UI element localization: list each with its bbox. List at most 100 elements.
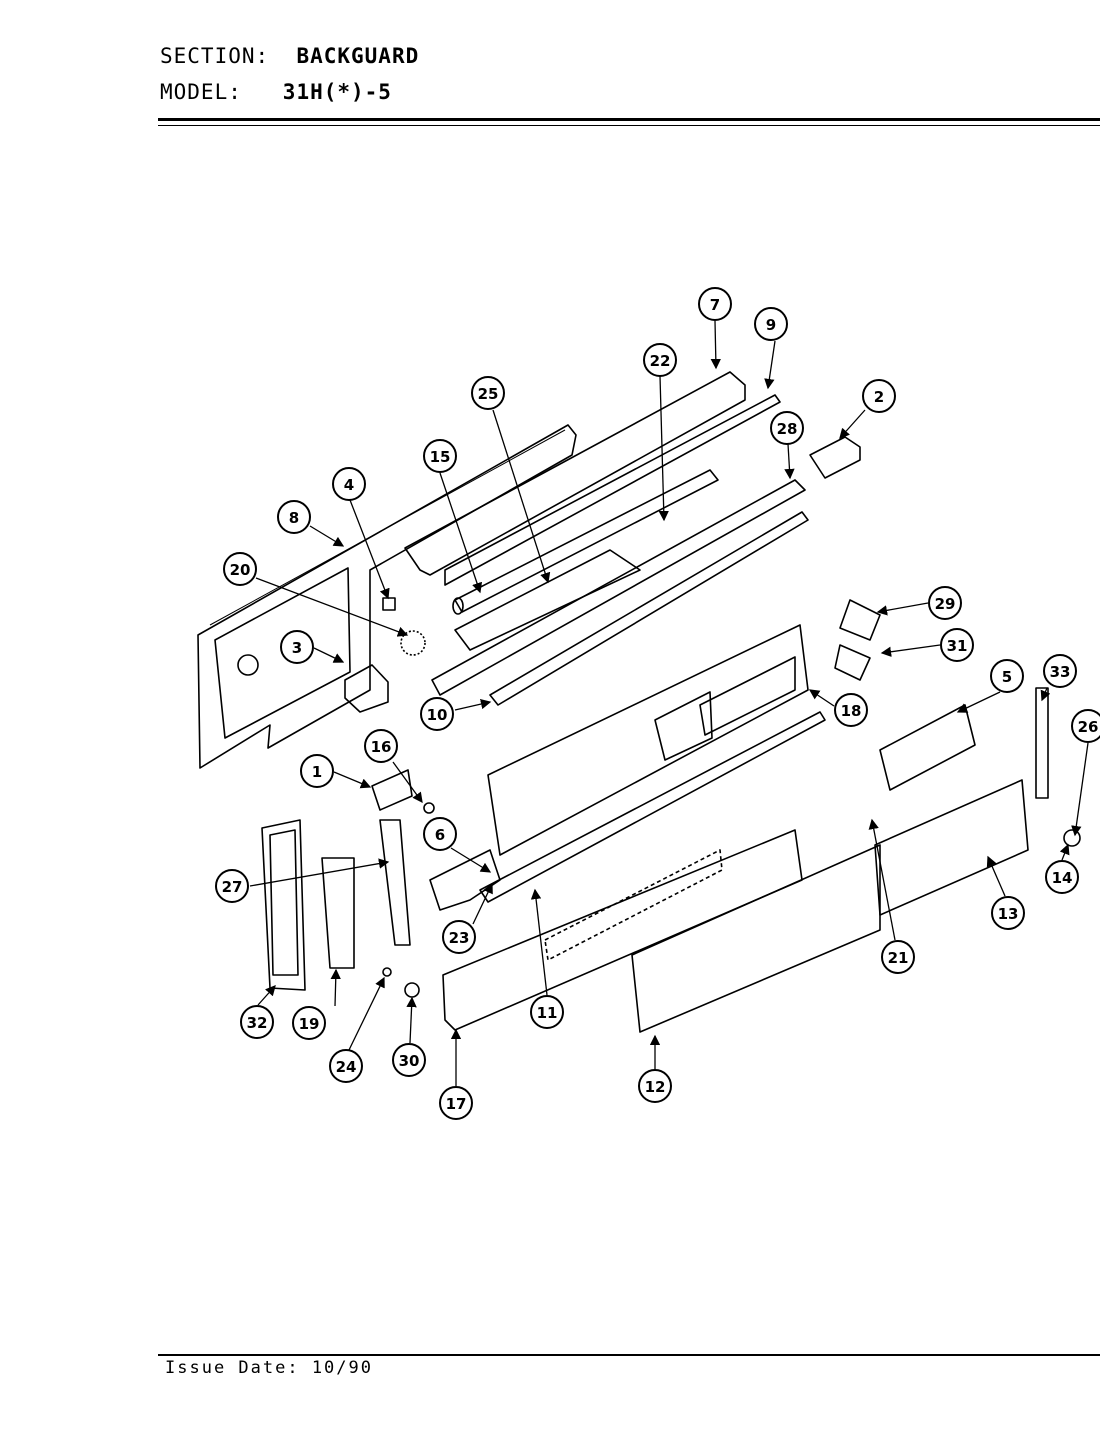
svg-text:20: 20 [230,561,251,579]
callout-2: 2 [862,379,896,413]
callout-27: 27 [215,869,249,903]
spacer-part [382,597,396,611]
svg-text:23: 23 [449,929,470,947]
light-tube-part [452,469,719,615]
svg-text:17: 17 [446,1095,467,1113]
bracket-part [809,436,861,479]
callout-8: 8 [277,500,311,534]
svg-text:9: 9 [766,316,776,334]
svg-text:7: 7 [710,296,720,314]
callout-17: 17 [439,1086,473,1120]
issue-date: Issue Date: 10/90 [165,1358,373,1378]
thermostat-part [834,644,871,681]
model-title: MODEL: 31H(*)-5 [160,80,392,104]
svg-text:11: 11 [537,1004,558,1022]
svg-text:24: 24 [336,1058,357,1076]
svg-text:25: 25 [478,385,499,403]
callout-26: 26 [1071,709,1100,743]
callout-14: 14 [1045,860,1079,894]
callout-31: 31 [940,628,974,662]
callout-9: 9 [754,307,788,341]
svg-text:1: 1 [312,763,322,781]
footer-rule [158,1354,1100,1356]
callout-25: 25 [471,376,505,410]
callout-13: 13 [991,896,1025,930]
section-label: SECTION: [160,44,270,68]
callout-33: 33 [1043,654,1077,688]
svg-text:2: 2 [874,388,884,406]
svg-text:27: 27 [222,878,243,896]
knob-part-right [1063,829,1081,847]
front-trim-part [442,829,803,1031]
svg-text:29: 29 [935,595,956,613]
svg-text:31: 31 [947,637,968,655]
model-label: MODEL: [160,80,242,104]
section-title: SECTION: BACKGUARD [160,44,419,68]
callout-28: 28 [770,411,804,445]
light-bracket-part [454,549,641,651]
nut-part [423,802,435,814]
callout-1: 1 [300,754,334,788]
svg-text:14: 14 [1052,869,1073,887]
svg-text:18: 18 [841,702,862,720]
callout-5: 5 [990,659,1024,693]
svg-text:4: 4 [344,476,354,494]
svg-text:33: 33 [1050,663,1071,681]
svg-text:16: 16 [371,738,392,756]
clock-part [879,704,976,791]
svg-text:26: 26 [1078,718,1099,736]
glass-panel-part [631,844,881,1033]
gear-part [400,630,426,656]
callout-30: 30 [392,1043,426,1077]
svg-text:3: 3 [292,639,302,657]
callout-12: 12 [638,1069,672,1103]
upper-rail-part [431,479,809,706]
knob-part [404,982,420,998]
callout-10: 10 [420,697,454,731]
switch-part [839,599,881,641]
control-panel-part [487,624,809,856]
small-plate-part [371,769,413,811]
callout-29: 29 [928,586,962,620]
trim-strip-part [1035,687,1049,799]
callout-21: 21 [881,940,915,974]
top-channel-part [404,371,781,586]
svg-text:28: 28 [777,420,798,438]
callout-6: 6 [423,817,457,851]
callout-4: 4 [332,467,366,501]
callout-11: 11 [530,995,564,1029]
callout-15: 15 [423,439,457,473]
svg-text:22: 22 [650,352,671,370]
callout-3: 3 [280,630,314,664]
callout-24: 24 [329,1049,363,1083]
svg-text:8: 8 [289,509,299,527]
callout-16: 16 [364,729,398,763]
rear-panel-part [197,424,577,769]
callout-18: 18 [834,693,868,727]
callout-19: 19 [292,1006,326,1040]
side-bracket-part [321,857,355,969]
callout-22: 22 [643,343,677,377]
section-value: BACKGUARD [296,44,420,68]
callout-20: 20 [223,552,257,586]
svg-text:13: 13 [998,905,1019,923]
callout-32: 32 [240,1005,274,1039]
svg-text:5: 5 [1002,668,1012,686]
callout-23: 23 [442,920,476,954]
svg-text:32: 32 [247,1014,268,1032]
glass-frame-part [874,779,1029,916]
screw-part [382,967,392,977]
callout-7: 7 [698,287,732,321]
model-value: 31H(*)-5 [282,80,392,104]
header-rule-thin [158,125,1100,126]
end-panel-part [261,819,306,991]
mounting-bracket-part [344,664,389,713]
lower-rail-part [479,711,826,903]
hinge-part [379,819,411,946]
leader-lines [249,320,1089,1086]
header-rule-thick [158,118,1100,121]
svg-text:15: 15 [430,448,451,466]
svg-text:10: 10 [427,706,448,724]
svg-text:21: 21 [888,949,909,967]
